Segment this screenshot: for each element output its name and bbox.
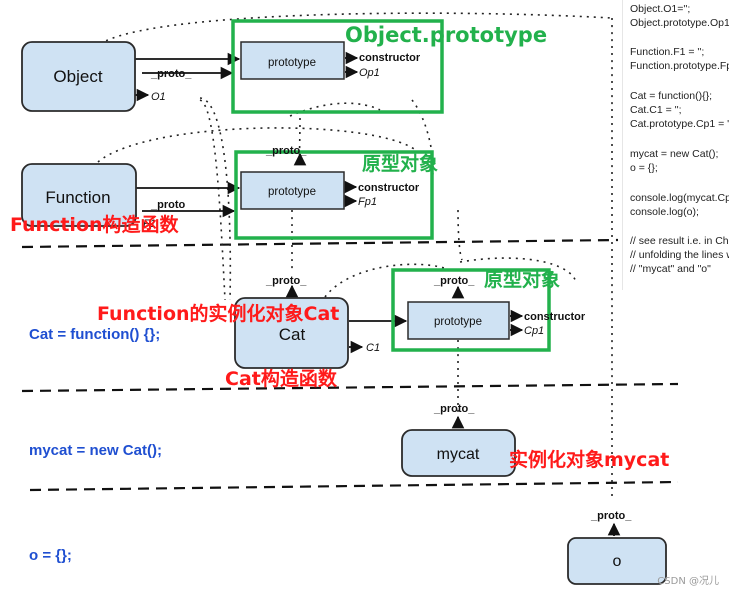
o-node — [567, 537, 667, 585]
mycat-node — [401, 429, 516, 477]
code-line: // "mycat" and "o" — [630, 263, 711, 275]
function-prototype-highlight — [234, 150, 434, 240]
function-node — [21, 163, 137, 227]
cat-prototype-proto-label: _proto_ — [433, 275, 475, 287]
object-op1-label: Op1 — [359, 67, 380, 79]
o-definition-code: o = {}; — [29, 547, 72, 564]
function-label: Function — [45, 188, 110, 207]
code-line: // unfolding the lines with — [630, 249, 729, 261]
separator-3 — [29, 480, 679, 492]
object-prototype-highlight — [231, 19, 444, 114]
highlight-boxes — [231, 19, 551, 352]
object-node — [21, 41, 136, 112]
dotted-links — [97, 12, 613, 500]
code-line: Object.prototype.Op1 = ''; — [630, 17, 729, 29]
code-line: // see result i.e. in Chrome — [630, 235, 729, 247]
cat-definition-code: Cat = function() {}; — [29, 326, 160, 343]
code-line: Cat = function(){}; — [630, 90, 713, 102]
mycat-proto-label: _proto_ — [433, 403, 475, 415]
code-line: console.log(o); — [630, 206, 699, 218]
object-label: Object — [53, 67, 102, 86]
cat-constructor-annotation: Cat构造函数 — [225, 367, 338, 390]
prototype-boxes: prototype prototype prototype — [240, 41, 510, 340]
code-line: Cat.C1 = ''; — [630, 104, 682, 116]
cat-cp1-label: Cp1 — [524, 325, 544, 337]
function-constructor-label: constructor — [358, 182, 420, 194]
object-o1-label: O1 — [151, 91, 166, 103]
edge-labels: _proto_ O1 constructor Op1 _proto_ _prot… — [143, 52, 632, 522]
section-separators — [21, 238, 679, 492]
annotations: Object.prototype 原型对象 Function构造函数 Funct… — [10, 23, 669, 471]
o-proto-label: _proto_ — [590, 510, 632, 522]
function-proto-to-cat-proto — [457, 209, 463, 261]
function-prototype-label: prototype — [268, 186, 316, 198]
cat-proto-label: _proto_ — [265, 275, 307, 287]
function-fp1-label: Fp1 — [358, 196, 377, 208]
object-constructor-label: constructor — [359, 52, 421, 64]
cat-label: Cat — [279, 325, 306, 344]
cat-prototype-link — [459, 257, 577, 283]
object-to-function — [199, 99, 226, 301]
mycat-definition-code: mycat = new Cat(); — [29, 442, 162, 459]
cat-c1-label: C1 — [366, 342, 380, 354]
function-f1-label: F1 — [143, 218, 156, 230]
code-line: Function.F1 = ''; — [630, 46, 705, 58]
mycat-label: mycat — [437, 446, 480, 463]
cat-prototype-annotation: 原型对象 — [484, 268, 560, 291]
object-top-link — [99, 12, 613, 45]
cat-prototype-label: prototype — [434, 316, 482, 328]
function-proto-label: _proto — [150, 199, 186, 211]
o-label: o — [613, 553, 622, 570]
code-line: console.log(mycat.Cp1); — [630, 192, 729, 204]
code-line: o = {}; — [630, 162, 658, 174]
arrows — [135, 51, 621, 536]
function-prototype-annotation: 原型对象 — [362, 152, 438, 175]
function-constructor-annotation: Function构造函数 — [10, 213, 180, 236]
cat-top-link — [324, 263, 451, 298]
separator-2 — [21, 382, 679, 393]
code-line: Object.O1=''; — [630, 3, 691, 15]
cat-prototype-highlight — [391, 268, 551, 352]
nodes: Object Function Cat mycat o — [21, 41, 667, 585]
function-prototype-box — [240, 171, 345, 210]
cat-instance-annotation: Function的实例化对象Cat — [97, 302, 339, 325]
separator-1 — [21, 238, 619, 249]
cat-node — [234, 297, 349, 369]
object-prototype-box — [240, 41, 345, 80]
cat-constructor-label: constructor — [524, 311, 586, 323]
watermark: CSDN @况儿 — [657, 576, 719, 587]
object-prototype-annotation: Object.prototype — [345, 23, 547, 47]
code-panel: Object.O1=''; Object.prototype.Op1 = '';… — [622, 0, 729, 290]
function-down-link — [199, 97, 232, 301]
function-link-2 — [289, 102, 381, 117]
function-above-proto-label: _proto_ — [265, 145, 307, 157]
code-line: Function.prototype.Fp1 = ''; — [630, 60, 729, 72]
code-snippets: Cat = function() {}; mycat = new Cat(); … — [29, 326, 162, 564]
code-line: mycat = new Cat(); — [630, 148, 719, 160]
mycat-instance-annotation: 实例化对象mycat — [509, 448, 669, 471]
code-line: Cat.prototype.Cp1 = ''; — [630, 118, 729, 130]
object-prototype-label: prototype — [268, 57, 316, 69]
cat-prototype-box — [407, 301, 510, 340]
object-proto-label: _proto_ — [150, 68, 192, 80]
